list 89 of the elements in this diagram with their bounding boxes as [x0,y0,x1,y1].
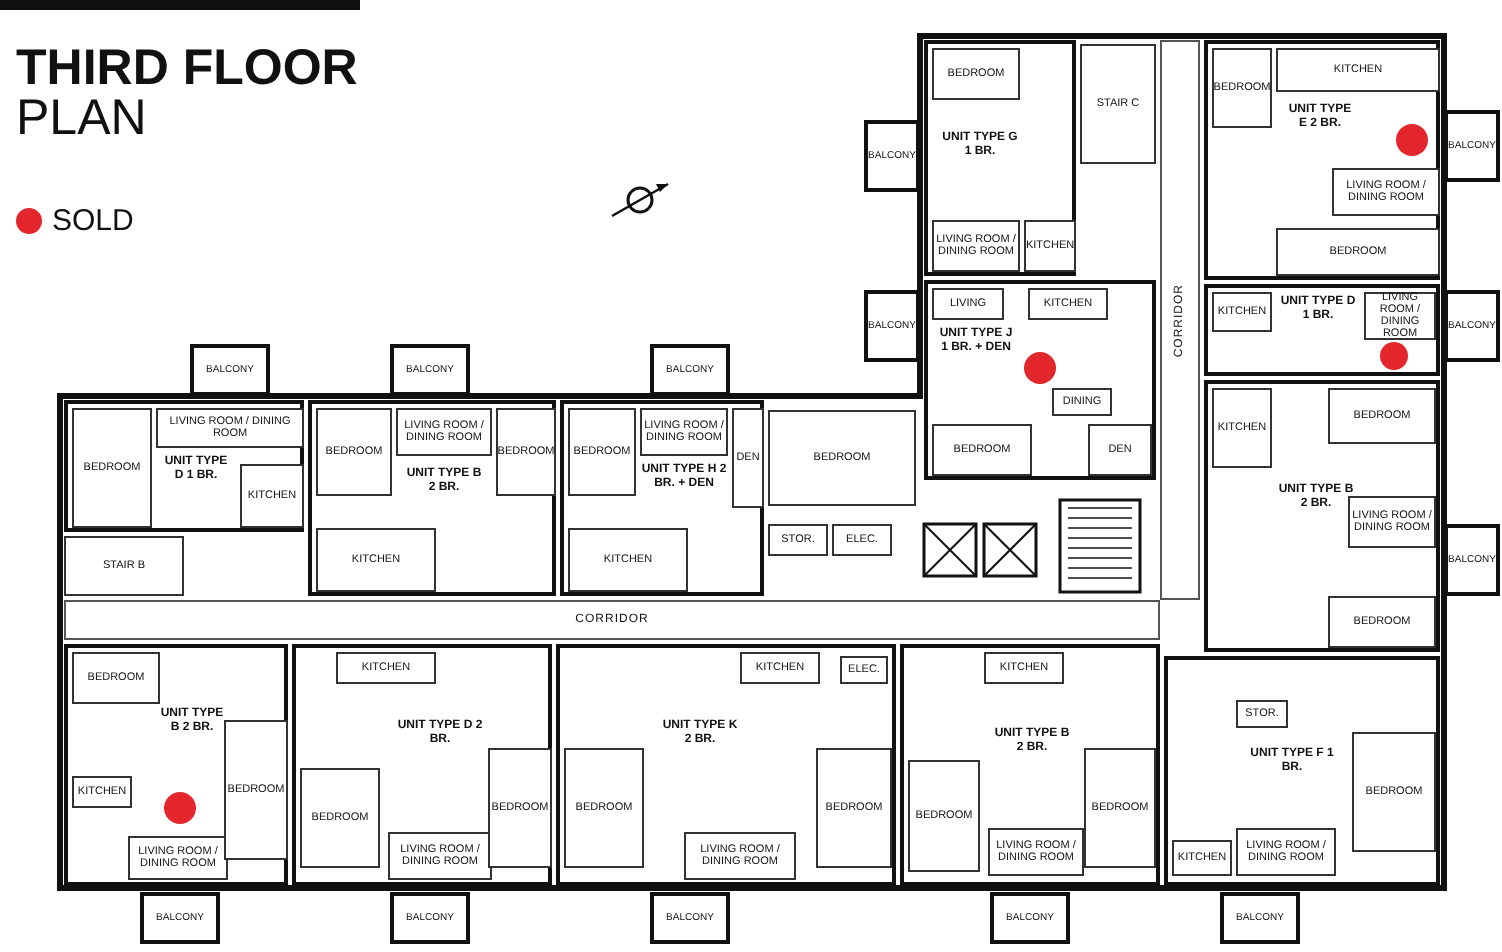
room-outline [568,528,688,592]
room-outline [1276,48,1440,92]
room-outline [932,288,1004,320]
room-outline [128,836,228,880]
room-outline [908,760,980,872]
balcony-outline [864,290,920,362]
room-outline [1236,700,1288,728]
corridor [64,600,1160,640]
room-outline [156,408,304,448]
balcony-outline [390,344,470,396]
unit-outline [900,644,1160,886]
room-outline [1328,596,1436,648]
room-outline [1332,168,1440,216]
balcony-outline [1444,524,1500,596]
room-outline [840,656,888,684]
room-outline [1212,388,1272,468]
room-outline [396,408,492,456]
room-outline [72,408,152,528]
balcony-outline [650,892,730,944]
room-outline [768,410,916,506]
room-outline [1080,44,1156,164]
room-outline [1236,828,1336,876]
room-outline [1212,292,1272,332]
room-outline [388,832,492,880]
sold-marker [1396,124,1428,156]
room-outline [1212,48,1272,128]
sold-marker [1024,352,1056,384]
room-outline [64,536,184,596]
room-outline [1052,388,1112,416]
room-outline [72,652,160,704]
room-outline [224,720,288,860]
room-outline [1028,288,1108,320]
unit-outline [1164,656,1440,886]
room-outline [316,408,392,496]
balcony-outline [1220,892,1300,944]
room-outline [240,464,304,528]
room-outline [336,652,436,684]
balcony-outline [650,344,730,396]
room-outline [1172,840,1232,876]
room-outline [1088,424,1152,476]
room-outline [72,776,132,808]
sold-marker [164,792,196,824]
room-outline [832,524,892,556]
room-outline [984,652,1064,684]
plan-title: THIRD FLOOR PLAN [16,44,360,144]
unit-outline [924,280,1156,480]
room-outline [1328,388,1436,444]
unit-outline [560,400,764,596]
room-outline [988,828,1084,876]
balcony-outline [390,892,470,944]
unit-outline [64,400,304,532]
balcony-outline [864,120,920,192]
unit-outline [1204,40,1440,280]
balcony-outline [990,892,1070,944]
unit-outline [64,644,288,886]
room-outline [1084,748,1156,868]
room-outline [932,220,1020,272]
balcony-outline [140,892,220,944]
legend-label: SOLD [52,204,134,238]
unit-outline [308,400,556,596]
unit-outline [924,40,1076,276]
room-outline [932,48,1020,100]
room-outline [564,748,644,868]
room-outline [640,408,728,456]
room-outline [488,748,552,868]
room-outline [496,408,556,496]
room-outline [740,652,820,684]
room-outline [816,748,892,868]
sold-marker [1380,342,1408,370]
room-outline [300,768,380,868]
room-outline [732,408,764,508]
unit-outline [1204,380,1440,652]
unit-outline [556,644,896,886]
room-outline [316,528,436,592]
corridor [1160,40,1200,600]
unit-outline [292,644,552,886]
room-outline [768,524,828,556]
room-outline [1364,292,1436,340]
balcony-outline [1444,110,1500,182]
room-outline [684,832,796,880]
balcony-outline [1444,290,1500,362]
balcony-outline [190,344,270,396]
room-outline [568,408,636,496]
unit-outline [1204,284,1440,376]
room-outline [932,424,1032,476]
room-outline [1276,228,1440,276]
room-outline [1348,496,1436,548]
room-outline [1024,220,1076,272]
room-outline [1352,732,1436,852]
